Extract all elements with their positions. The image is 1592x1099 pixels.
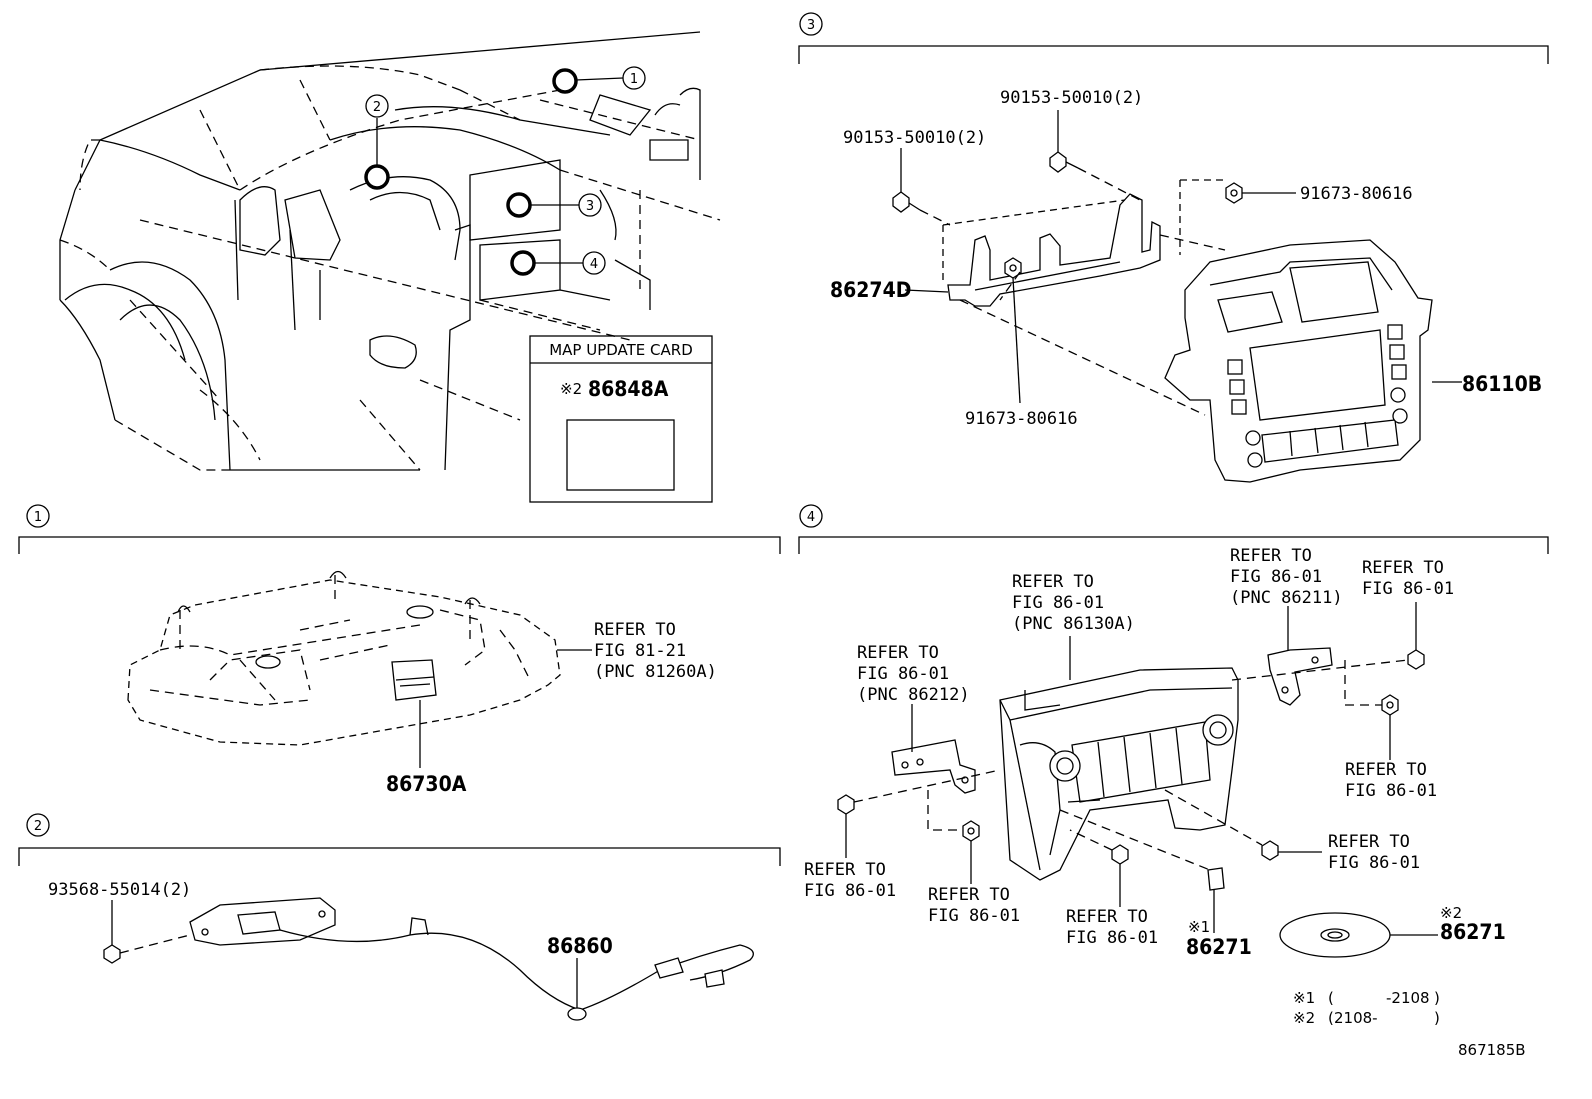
card-86271-icon: [1207, 867, 1225, 891]
map-card-part-number: 86848A: [588, 377, 669, 401]
refer-bolt-bottom-line1: REFER TO: [1066, 907, 1148, 927]
label-86860: 86860: [547, 934, 613, 958]
refer-nut-left-line2: FIG 86-01: [928, 906, 1020, 926]
figure-id: 867185B: [1458, 1041, 1526, 1059]
disc-86271-icon: [1279, 912, 1391, 958]
section-2-number: 2: [34, 819, 42, 834]
refer-section1-line2: FIG 81-21: [594, 641, 686, 661]
bracket-86211-icon: [1267, 647, 1333, 706]
footnote-1-close: ): [1434, 989, 1440, 1007]
refer-section1-line1: REFER TO: [594, 620, 676, 640]
nut-91673-bottom-icon: [1004, 257, 1022, 279]
map-card-note-mark: ※2: [560, 380, 582, 398]
sensor-bracket-icon: [189, 897, 336, 946]
bolt-top-right-icon: [1407, 649, 1425, 670]
refer-bolt-right-line1: REFER TO: [1328, 832, 1410, 852]
section-3-diagram: 90153-50010(2) 90153-50010(2) 91673-8061…: [830, 88, 1542, 483]
section-1-number: 1: [34, 510, 42, 525]
label-nut-right: 91673-80616: [1300, 184, 1413, 204]
bolt-93568-icon: [103, 944, 121, 964]
label-nut-bottom: 91673-80616: [965, 409, 1078, 429]
refer-main-line3: (PNC 86130A): [1012, 614, 1135, 634]
section-4-number: 4: [807, 510, 815, 525]
refer-bolt-top-right-line2: FIG 86-01: [1362, 579, 1454, 599]
refer-bolt-left-line1: REFER TO: [804, 860, 886, 880]
refer-nut-right-line1: REFER TO: [1345, 760, 1427, 780]
label-86730A: 86730A: [386, 772, 467, 796]
refer-bracket-right-line3: (PNC 86211): [1230, 588, 1343, 608]
footnote-1-mark: ※1: [1293, 989, 1315, 1007]
section-header-3: 3: [798, 12, 1549, 64]
refer-bracket-left-line3: (PNC 86212): [857, 685, 970, 705]
instrument-panel-86110B: [1164, 239, 1433, 483]
bolt-bottom-icon: [1111, 844, 1129, 865]
section-1-diagram: 86730A REFER TO FIG 81-21 (PNC 81260A): [127, 570, 717, 796]
nut-right-icon: [1381, 694, 1399, 716]
section-2-diagram: 93568-55014(2) 86860: [48, 880, 754, 1021]
refer-bolt-bottom-line2: FIG 86-01: [1066, 928, 1158, 948]
refer-bolt-right-line2: FIG 86-01: [1328, 853, 1420, 873]
bracket-86212-icon: [891, 739, 976, 794]
refer-main-line1: REFER TO: [1012, 572, 1094, 592]
disc-mark: ※2: [1440, 904, 1462, 922]
overview-callout-3: 3: [586, 199, 594, 214]
refer-section1-line3: (PNC 81260A): [594, 662, 717, 682]
bolt-90153-left-icon: [892, 191, 921, 213]
vehicle-overview: 1 2 3 4: [59, 31, 721, 471]
label-bolt-top: 90153-50010(2): [1000, 88, 1143, 108]
bolt-left-icon: [837, 794, 855, 815]
refer-bracket-left-line2: FIG 86-01: [857, 664, 949, 684]
footnote-2-from: 2108-: [1334, 1009, 1378, 1027]
bolt-90153-top-icon: [1049, 151, 1079, 173]
harness-86860: [279, 917, 754, 1021]
refer-nut-right-line2: FIG 86-01: [1345, 781, 1437, 801]
label-panel-86110B: 86110B: [1462, 372, 1542, 396]
footnote-2-mark: ※2: [1293, 1009, 1315, 1027]
refer-bracket-right-line1: REFER TO: [1230, 546, 1312, 566]
footnote-1-to: -2108: [1386, 989, 1430, 1007]
section-header-4: 4: [798, 504, 1549, 554]
overview-callout-1: 1: [630, 72, 638, 87]
map-update-card: MAP UPDATE CARD ※2 86848A: [529, 335, 713, 503]
refer-bracket-left-line1: REFER TO: [857, 643, 939, 663]
label-card-86271: 86271: [1186, 935, 1252, 959]
refer-bolt-left-line2: FIG 86-01: [804, 881, 896, 901]
section-3-number: 3: [807, 18, 815, 33]
section-header-1: 1: [18, 504, 781, 554]
label-bolt-left: 90153-50010(2): [843, 128, 986, 148]
refer-bolt-top-right-line1: REFER TO: [1362, 558, 1444, 578]
footnote-1-open: (: [1328, 989, 1334, 1007]
overview-callout-2: 2: [373, 100, 381, 115]
overview-callout-4: 4: [590, 257, 598, 272]
label-disc-86271: 86271: [1440, 920, 1506, 944]
refer-nut-left-line1: REFER TO: [928, 885, 1010, 905]
footnote-2-close: ): [1434, 1009, 1440, 1027]
label-bolt-93568: 93568-55014(2): [48, 880, 191, 900]
footnote-2-open: (: [1328, 1009, 1334, 1027]
refer-main-line2: FIG 86-01: [1012, 593, 1104, 613]
nut-left-icon: [962, 820, 980, 842]
section-4-diagram: REFER TO FIG 86-01 (PNC 86130A) REFER TO…: [804, 546, 1506, 1027]
nut-91673-right-icon: [1225, 182, 1243, 204]
label-bracket-86274D: 86274D: [830, 278, 911, 302]
map-card-title: MAP UPDATE CARD: [549, 341, 693, 359]
section-header-2: 2: [18, 813, 781, 866]
module-86730A-icon: [391, 659, 437, 701]
card-mark: ※1: [1188, 918, 1210, 936]
audio-unit-icon: [999, 667, 1239, 881]
refer-bracket-right-line2: FIG 86-01: [1230, 567, 1322, 587]
footnotes: ※1 ( -2108 ) ※2 ( 2108- ): [1293, 989, 1440, 1027]
bolt-right-icon: [1261, 840, 1279, 861]
